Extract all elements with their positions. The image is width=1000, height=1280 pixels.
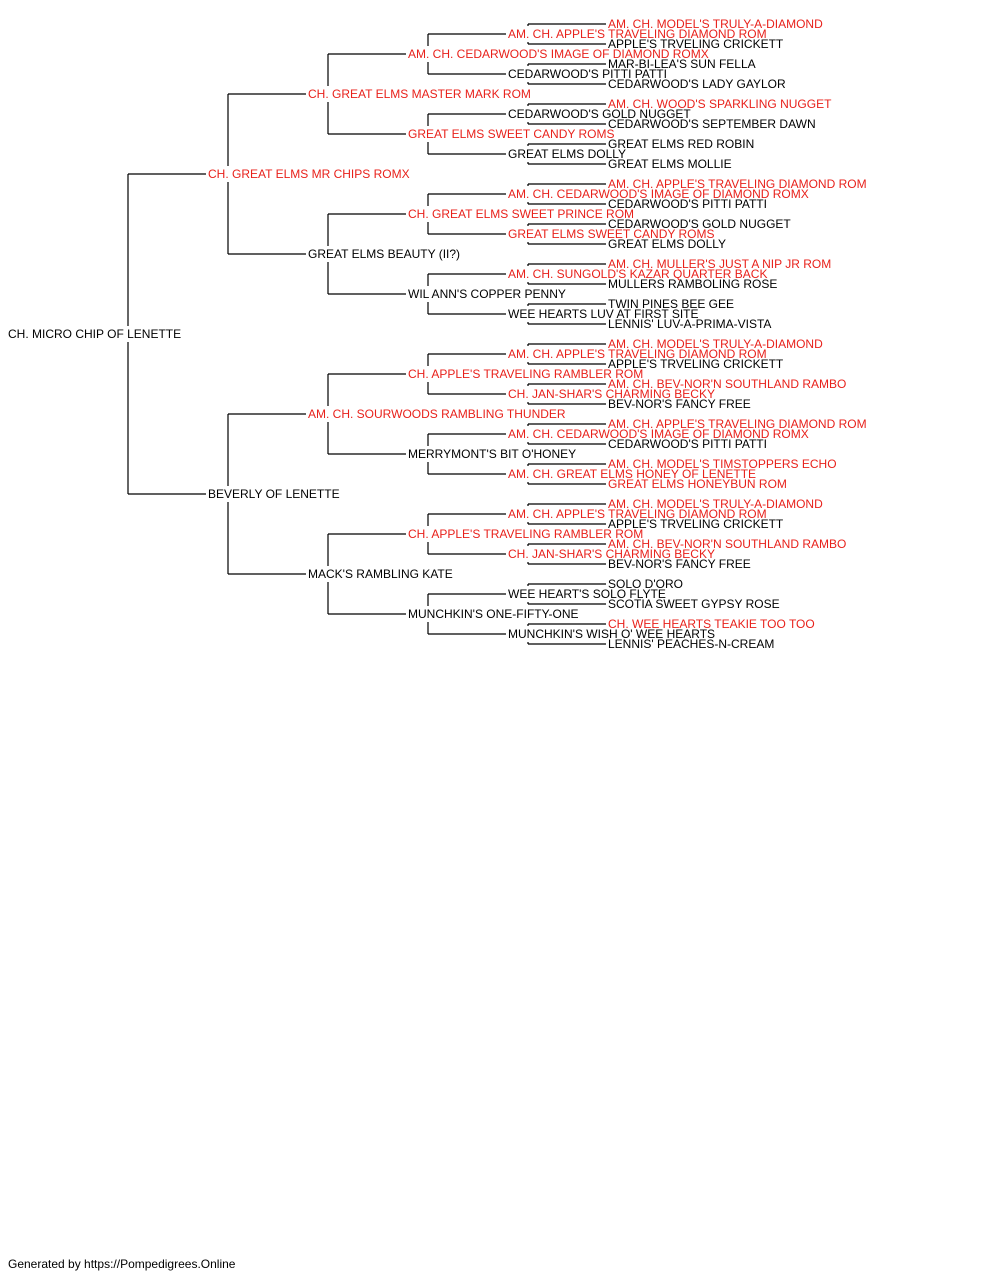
pedigree-entry-root.sire.dam.sire.dam.sire: CEDARWOOD'S GOLD NUGGET — [608, 217, 791, 231]
pedigree-entry-root.sire.dam.sire.dam.dam: GREAT ELMS DOLLY — [608, 237, 726, 251]
pedigree-entry-root.dam.dam.sire.sire.sire: AM. CH. MODEL'S TRULY-A-DIAMOND — [608, 497, 823, 511]
pedigree-entry-root.sire.sire.dam.dam.sire: GREAT ELMS RED ROBIN — [608, 137, 754, 151]
pedigree-entry-root.dam.dam.dam.dam.sire: CH. WEE HEARTS TEAKIE TOO TOO — [608, 617, 815, 631]
pedigree-entry-root.dam.dam.sire.dam.dam: BEV-NOR'S FANCY FREE — [608, 557, 751, 571]
pedigree-entry-root.sire.dam.dam.sire.sire: AM. CH. MULLER'S JUST A NIP JR ROM — [608, 257, 831, 271]
pedigree-entry-root.dam.dam.sire.sire.dam: APPLE'S TRVELING CRICKETT — [608, 517, 784, 531]
pedigree-entry-root.dam.sire.sire.dam.sire: AM. CH. BEV-NOR'N SOUTHLAND RAMBO — [608, 377, 846, 391]
pedigree-entry-root.dam.sire.dam.dam.dam: GREAT ELMS HONEYBUN ROM — [608, 477, 787, 491]
pedigree-entry-root.sire.dam.dam.dam: WEE HEARTS LUV AT FIRST SITE — [508, 307, 699, 321]
pedigree-entry-root.dam: BEVERLY OF LENETTE — [208, 487, 340, 501]
pedigree-entry-root.sire.dam.sire: CH. GREAT ELMS SWEET PRINCE ROM — [408, 207, 634, 221]
pedigree-entry-root.sire.sire.dam.dam.dam: GREAT ELMS MOLLIE — [608, 157, 732, 171]
pedigree-entry-root.sire.sire.dam.sire: CEDARWOOD'S GOLD NUGGET — [508, 107, 691, 121]
pedigree-entry-root.sire.dam.sire.sire.dam: CEDARWOOD'S PITTI PATTI — [608, 197, 767, 211]
pedigree-entry-root.sire.sire.sire.sire.sire: AM. CH. MODEL'S TRULY-A-DIAMOND — [608, 17, 823, 31]
pedigree-entry-root.dam.sire.dam.sire.sire: AM. CH. APPLE'S TRAVELING DIAMOND ROM — [608, 417, 867, 431]
pedigree-entry-root.sire.dam.dam.dam.dam: LENNIS' LUV-A-PRIMA-VISTA — [608, 317, 771, 331]
pedigree-entry-root.sire.sire.sire.dam.dam: CEDARWOOD'S LADY GAYLOR — [608, 77, 786, 91]
pedigree-entry-root.dam.dam.dam.sire: WEE HEART'S SOLO FLYTE — [508, 587, 666, 601]
generated-by-footer: Generated by https://Pompedigrees.Online — [8, 1257, 236, 1271]
pedigree-entry-root.sire.dam: GREAT ELMS BEAUTY (II?) — [308, 247, 460, 261]
pedigree-entry-root.dam.dam.dam.dam.dam: LENNIS' PEACHES-N-CREAM — [608, 637, 774, 651]
pedigree-entry-root.dam.sire.sire.sire: AM. CH. APPLE'S TRAVELING DIAMOND ROM — [508, 347, 767, 361]
pedigree-entry-root.dam.sire.sire.dam.dam: BEV-NOR'S FANCY FREE — [608, 397, 751, 411]
pedigree-entry-root.sire.dam.sire.dam: GREAT ELMS SWEET CANDY ROMS — [508, 227, 714, 241]
pedigree-entry-root.sire: CH. GREAT ELMS MR CHIPS ROMX — [208, 167, 410, 181]
pedigree-entry-root.sire.dam.dam.sire: AM. CH. SUNGOLD'S KAZAR QUARTER BACK — [508, 267, 767, 281]
pedigree-entry-root.sire.sire.sire.sire.dam: APPLE'S TRVELING CRICKETT — [608, 37, 784, 51]
pedigree-entry-root.dam.dam.dam.sire.sire: SOLO D'ORO — [608, 577, 683, 591]
pedigree-entry-root.sire.sire.dam: GREAT ELMS SWEET CANDY ROMS — [408, 127, 614, 141]
pedigree-entry-root.sire.dam.dam.dam.sire: TWIN PINES BEE GEE — [608, 297, 734, 311]
pedigree-entry-root.dam.sire.dam.sire.dam: CEDARWOOD'S PITTI PATTI — [608, 437, 767, 451]
pedigree-entry-root: CH. MICRO CHIP OF LENETTE — [8, 327, 181, 341]
pedigree-entry-root.sire.dam.dam.sire.dam: MULLERS RAMBOLING ROSE — [608, 277, 777, 291]
pedigree-entry-root.dam.sire.dam.dam.sire: AM. CH. MODEL'S TIMSTOPPERS ECHO — [608, 457, 837, 471]
pedigree-entry-root.dam.dam: MACK'S RAMBLING KATE — [308, 567, 453, 581]
pedigree-entry-root.dam.dam.dam.dam: MUNCHKIN'S WISH O' WEE HEARTS — [508, 627, 715, 641]
pedigree-entry-root.dam.sire.dam: MERRYMONT'S BIT O'HONEY — [408, 447, 576, 461]
pedigree-entry-root.dam.sire: AM. CH. SOURWOODS RAMBLING THUNDER — [308, 407, 566, 421]
pedigree-entry-root.sire.sire.sire.sire: AM. CH. APPLE'S TRAVELING DIAMOND ROM — [508, 27, 767, 41]
pedigree-entry-root.dam.sire.sire: CH. APPLE'S TRAVELING RAMBLER ROM — [408, 367, 643, 381]
pedigree-name-labels: CH. MICRO CHIP OF LENETTE CH. GREAT ELMS … — [8, 17, 867, 651]
pedigree-entry-root.dam.dam.dam: MUNCHKIN'S ONE-FIFTY-ONE — [408, 607, 579, 621]
pedigree-entry-root.sire.sire.dam.sire.sire: AM. CH. WOOD'S SPARKLING NUGGET — [608, 97, 832, 111]
pedigree-entry-root.sire.sire.sire: AM. CH. CEDARWOOD'S IMAGE OF DIAMOND ROM… — [408, 47, 709, 61]
pedigree-entry-root.dam.sire.sire.sire.dam: APPLE'S TRVELING CRICKETT — [608, 357, 784, 371]
pedigree-entry-root.sire.dam.sire.sire: AM. CH. CEDARWOOD'S IMAGE OF DIAMOND ROM… — [508, 187, 809, 201]
pedigree-entry-root.dam.dam.sire: CH. APPLE'S TRAVELING RAMBLER ROM — [408, 527, 643, 541]
pedigree-entry-root.dam.dam.sire.sire: AM. CH. APPLE'S TRAVELING DIAMOND ROM — [508, 507, 767, 521]
pedigree-entry-root.dam.dam.sire.dam.sire: AM. CH. BEV-NOR'N SOUTHLAND RAMBO — [608, 537, 846, 551]
pedigree-entry-root.sire.dam.sire.sire.sire: AM. CH. APPLE'S TRAVELING DIAMOND ROM — [608, 177, 867, 191]
pedigree-entry-root.dam.sire.dam.dam: AM. CH. GREAT ELMS HONEY OF LENETTE — [508, 467, 756, 481]
pedigree-entry-root.sire.sire.dam.dam: GREAT ELMS DOLLY — [508, 147, 626, 161]
pedigree-connector-lines — [127, 23, 606, 645]
pedigree-entry-root.dam.dam.sire.dam: CH. JAN-SHAR'S CHARMING BECKY — [508, 547, 715, 561]
pedigree-entry-root.sire.sire.sire.dam.sire: MAR-BI-LEA'S SUN FELLA — [608, 57, 756, 71]
pedigree-entry-root.sire.sire.dam.sire.dam: CEDARWOOD'S SEPTEMBER DAWN — [608, 117, 816, 131]
pedigree-entry-root.dam.sire.sire.dam: CH. JAN-SHAR'S CHARMING BECKY — [508, 387, 715, 401]
pedigree-entry-root.dam.sire.dam.sire: AM. CH. CEDARWOOD'S IMAGE OF DIAMOND ROM… — [508, 427, 809, 441]
pedigree-entry-root.dam.sire.sire.sire.sire: AM. CH. MODEL'S TRULY-A-DIAMOND — [608, 337, 823, 351]
pedigree-entry-root.sire.sire: CH. GREAT ELMS MASTER MARK ROM — [308, 87, 531, 101]
pedigree-entry-root.sire.sire.sire.dam: CEDARWOOD'S PITTI PATTI — [508, 67, 667, 81]
pedigree-entry-root.dam.dam.dam.sire.dam: SCOTIA SWEET GYPSY ROSE — [608, 597, 780, 611]
pedigree-entry-root.sire.dam.dam: WIL ANN'S COPPER PENNY — [408, 287, 566, 301]
